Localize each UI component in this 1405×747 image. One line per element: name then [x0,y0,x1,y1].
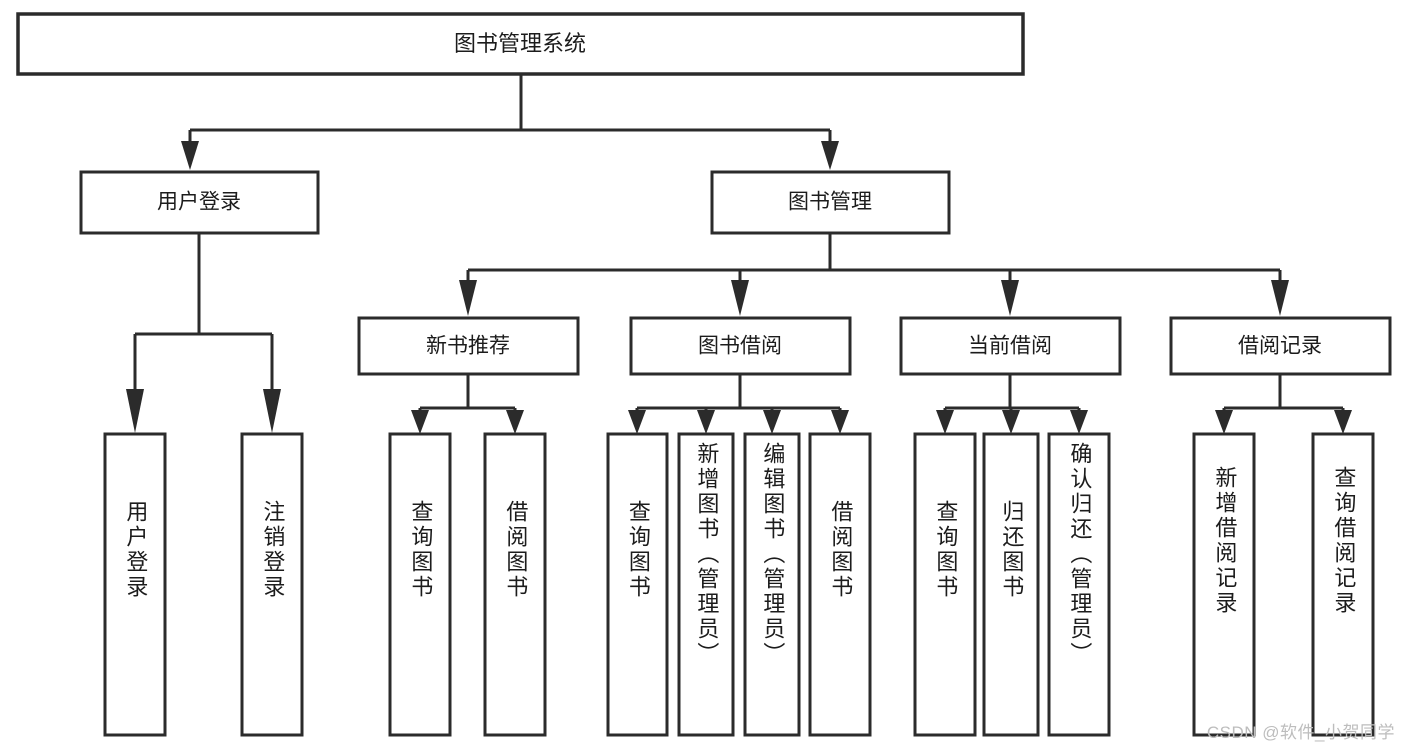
node-borrow-record[interactable]: 借阅记录 [1169,316,1392,376]
node-new-book-recommend-label: 新书推荐 [426,335,510,358]
arrow-head-user-login [181,141,199,170]
arrow-head-bb-4 [831,410,849,434]
arrow-head-l3-4 [1271,280,1289,316]
node-root-rect[interactable] [16,12,1025,76]
connectors-user-login-to-leaves [126,233,281,433]
node-new-book-recommend-rect[interactable] [357,316,580,376]
arrow-head-l3-1 [459,280,477,316]
arrow-head-ul-1 [126,389,144,433]
arrow-head-l3-2 [731,280,749,316]
arrow-head-nb-1 [411,410,429,434]
leaf-box-user-login-1[interactable] [103,432,167,737]
node-borrow-record-rect[interactable] [1169,316,1392,376]
leaf-box-user-login-2[interactable] [240,432,304,737]
arrow-head-l3-3 [1001,280,1019,316]
csdn-watermark: CSDN @软件_小贺同学 [1206,723,1395,742]
node-user-login[interactable]: 用户登录 [79,170,320,235]
node-current-borrow-label: 当前借阅 [968,335,1052,358]
leaf-box-book-borrow-2[interactable] [677,432,735,737]
arrow-head-bb-2 [697,410,715,434]
node-book-manage-rect[interactable] [710,170,951,235]
leaf-box-book-borrow-1[interactable] [606,432,669,737]
arrow-head-cb-1 [936,410,954,434]
node-current-borrow-rect[interactable] [899,316,1122,376]
leaf-box-current-borrow-2[interactable] [982,432,1040,737]
leaf-box-new-book-1[interactable] [388,432,452,737]
node-book-manage-label: 图书管理 [788,191,872,214]
leaf-box-borrow-record-2[interactable] [1311,432,1375,737]
connectors-root-to-level2 [181,74,839,170]
arrow-head-br-2 [1334,410,1352,434]
node-current-borrow[interactable]: 当前借阅 [899,316,1122,376]
node-book-manage[interactable]: 图书管理 [710,170,951,235]
leaf-box-borrow-record-1[interactable] [1192,432,1256,737]
leaf-box-current-borrow-3[interactable] [1047,432,1111,737]
arrow-head-cb-3 [1070,410,1088,434]
node-book-borrow-label: 图书借阅 [698,335,782,358]
connectors-new-book-to-leaves [411,374,524,434]
node-book-borrow-rect[interactable] [629,316,852,376]
node-user-login-label: 用户登录 [157,191,241,214]
arrow-head-nb-2 [506,410,524,434]
arrow-head-book-manage [821,141,839,170]
arrow-head-bb-3 [763,410,781,434]
node-root[interactable]: 图书管理系统 [16,12,1025,76]
arrow-head-cb-2 [1002,410,1020,434]
arrow-head-br-1 [1215,410,1233,434]
node-book-borrow[interactable]: 图书借阅 [629,316,852,376]
arrow-head-bb-1 [628,410,646,434]
connectors-borrow-record-to-leaves [1215,374,1352,434]
arrow-head-ul-2 [263,389,281,433]
leaf-box-current-borrow-1[interactable] [913,432,977,737]
leaf-box-book-borrow-4[interactable] [808,432,872,737]
leaf-box-book-borrow-3[interactable] [743,432,801,737]
connectors-book-manage-to-level3 [459,233,1289,316]
node-user-login-rect[interactable] [79,170,320,235]
connectors-current-borrow-to-leaves [936,374,1088,434]
node-root-label: 图书管理系统 [454,31,586,56]
node-borrow-record-label: 借阅记录 [1238,335,1322,358]
leaf-box-new-book-2[interactable] [483,432,547,737]
connectors-book-borrow-to-leaves [628,374,849,434]
node-new-book-recommend[interactable]: 新书推荐 [357,316,580,376]
